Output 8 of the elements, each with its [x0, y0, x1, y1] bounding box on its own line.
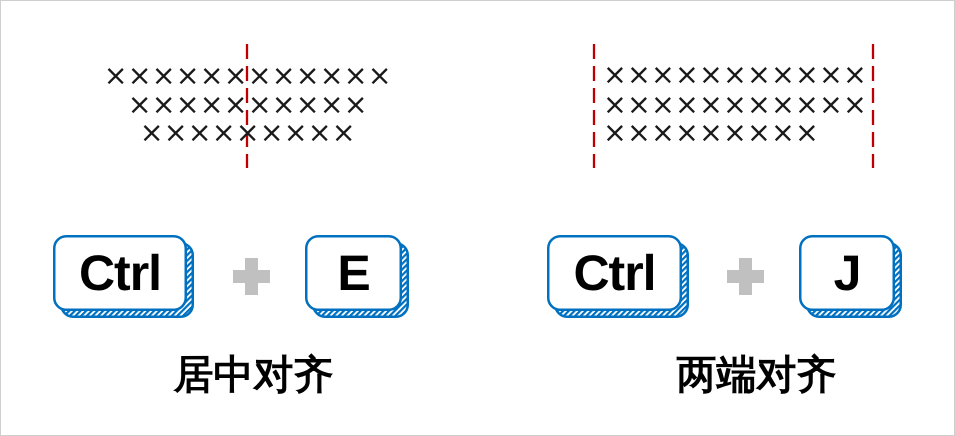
caption: 居中对齐	[174, 355, 334, 395]
placeholder-text: ×××××××××	[140, 119, 356, 148]
placeholder-text: ×××××××××××	[603, 61, 867, 90]
placeholder-text: ××××××××××	[128, 90, 368, 120]
placeholder-text: ×××××××××	[603, 119, 819, 148]
placeholder-text: ××××××××××××	[104, 62, 392, 90]
caption: 两端对齐	[676, 355, 836, 395]
placeholder-text: ×××××××××××	[603, 90, 867, 120]
